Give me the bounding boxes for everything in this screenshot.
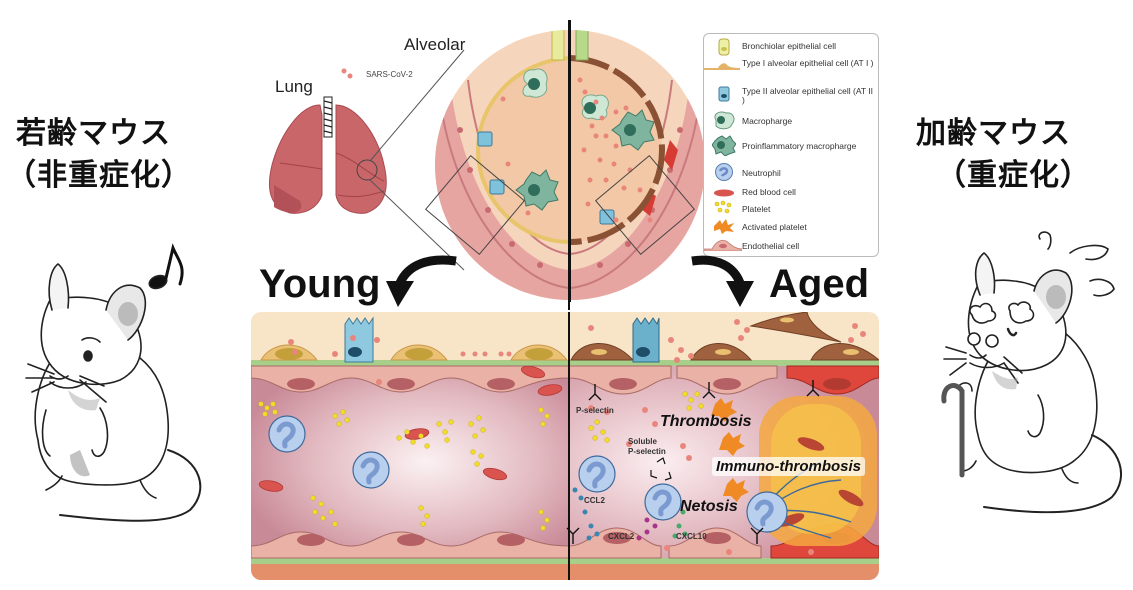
young-mouse-illustration — [25, 243, 202, 522]
aged-label: Aged — [769, 262, 869, 306]
aged-mouse-illustration — [941, 231, 1122, 514]
activated-platelet-icon — [714, 219, 734, 234]
music-note-icon — [148, 243, 184, 290]
soluble-label-line1: Soluble — [628, 437, 657, 446]
aged-arrow-icon — [691, 255, 754, 307]
young-mouse-title-line2: （非重症化） — [6, 158, 192, 193]
cxcl10-chemokines — [672, 509, 688, 539]
at2-cell-icon — [344, 316, 374, 363]
platelet-clusters — [258, 401, 550, 531]
worry-mark-icon — [1069, 244, 1109, 261]
right-lung — [335, 104, 387, 214]
zoom-connector-lines — [369, 49, 465, 271]
legend-label-type1: Type I alveolar epithelial cell (AT I ) — [742, 58, 874, 68]
alveolus-illustration — [424, 20, 705, 302]
legend-label-rbc: Red blood cell — [742, 187, 796, 197]
proinflammatory-macrophage-icon — [712, 135, 736, 156]
legend-label-bronchiolar: Bronchiolar epithelial cell — [742, 41, 837, 51]
soluble-p-selectin-icons — [650, 457, 672, 481]
red-blood-cell-icon — [714, 189, 734, 197]
legend-label-type2: Type II alveolar epithelial cell (AT II … — [742, 86, 874, 105]
macrophage-icon — [581, 94, 609, 121]
p-selectin-icons — [566, 380, 820, 544]
at2-cell-icon — [599, 209, 615, 225]
neutrophil-icon — [715, 163, 733, 181]
type1-alveolar-cell-icon — [704, 63, 740, 70]
cane-icon — [941, 383, 965, 478]
lung-label: Lung — [275, 77, 313, 96]
thrombosis-label: Thrombosis — [660, 413, 752, 430]
left-lung — [269, 104, 323, 214]
soluble-label-line2: P-selectin — [628, 447, 666, 456]
virus-icon — [341, 68, 347, 74]
young-mouse-title: 若齢マウス （非重症化） — [0, 113, 210, 197]
legend-label-proinflammatory: Proinflammatory macropharge — [742, 141, 857, 151]
proinflammatory-macrophage-icon — [515, 169, 559, 211]
legend-label-endothelial: Endothelial cell — [742, 241, 800, 251]
young-mouse-title-line1: 若齢マウス — [16, 116, 171, 151]
at2-cell-icon — [489, 179, 505, 195]
macrophage-icon — [714, 111, 735, 130]
immuno-thrombosis-label: Immuno-thrombosis — [712, 457, 865, 476]
cxcl2-chemokines — [636, 517, 658, 541]
cxcl10-label: CXCL10 — [676, 532, 707, 541]
aged-mouse-title-line2: （重症化） — [936, 158, 1091, 193]
soluble-p-selectin-label: Soluble P-selectin — [628, 437, 666, 457]
aged-mouse-title: 加齢マウス （重症化） — [910, 113, 1120, 197]
zoom-region-marker — [356, 159, 378, 181]
virus-icon — [347, 73, 353, 79]
proinflammatory-macrophage-icon — [611, 109, 655, 151]
ccl2-chemokines — [572, 487, 600, 541]
aged-mouse-title-line1: 加齢マウス — [916, 116, 1071, 151]
neutrophil-icon — [644, 483, 682, 521]
young-arrow-icon — [386, 255, 457, 307]
at2-cell-icon — [632, 317, 660, 363]
type2-alveolar-cell-icon — [718, 86, 730, 102]
legend-label-neutrophil: Neutrophil — [742, 168, 781, 178]
neutrophil-icon — [746, 491, 788, 533]
netosis-label: Netosis — [680, 498, 738, 515]
lung-illustration — [269, 96, 387, 214]
young-label: Young — [259, 262, 381, 306]
legend-label-platelet: Platelet — [742, 204, 771, 214]
sars-cov-2-label: SARS-CoV-2 — [366, 70, 413, 79]
neutrophil-icon — [268, 415, 306, 453]
legend-label-activated-platelet: Activated platelet — [742, 222, 807, 232]
endothelial-cell-icon — [704, 239, 742, 251]
alveolar-label: Alveolar — [404, 35, 466, 54]
vessel-panel — [251, 312, 879, 580]
platelet-icon — [714, 200, 732, 214]
worry-mark-icon — [1089, 278, 1115, 297]
macrophage-icon — [522, 68, 548, 98]
ccl2-label: CCL2 — [584, 496, 605, 505]
worry-mark-icon — [1038, 231, 1052, 250]
center-divider — [568, 20, 570, 310]
virus-particles — [500, 77, 653, 223]
bronchiolar-epithelial-cell-icon — [718, 38, 730, 56]
neutrophil-icon — [352, 451, 390, 489]
neutrophil-icon — [578, 455, 616, 493]
cxcl2-label: CXCL2 — [608, 532, 635, 541]
legend-label-macrophage: Macropharge — [742, 116, 793, 126]
at2-cell-icon — [477, 131, 493, 147]
p-selectin-label: P-selectin — [576, 406, 614, 415]
legend-box: Bronchiolar epithelial cell Type I alveo… — [703, 33, 879, 257]
